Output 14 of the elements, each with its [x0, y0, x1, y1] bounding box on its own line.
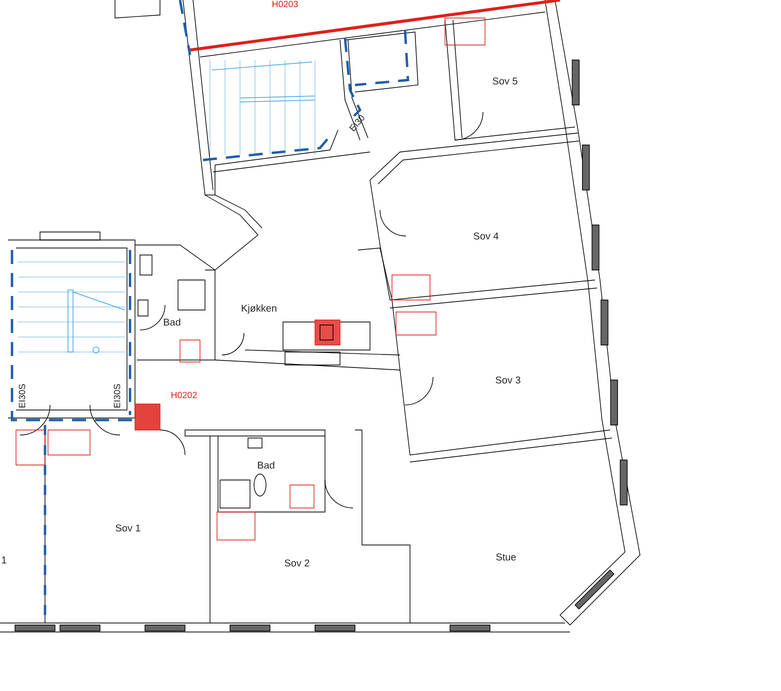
room-label: Sov 4 — [474, 232, 498, 240]
room-code: H0203 — [272, 0, 298, 8]
room-label: Bad — [164, 318, 180, 326]
room-label: Sov 2 — [284, 559, 310, 567]
room-label: Sov 5 — [492, 77, 518, 85]
room-label: Bad — [258, 461, 274, 469]
door-rating-label: EI30S — [18, 384, 26, 408]
room-label: Kjøkken — [242, 304, 276, 314]
room-label: 1 — [2, 556, 6, 564]
room-label: Sov 1 — [116, 524, 140, 532]
room-code: H0202 — [172, 392, 197, 398]
door-rating-label: EI30S — [114, 384, 120, 408]
room-label: Stue — [496, 553, 516, 561]
room-label: Sov 3 — [496, 376, 520, 384]
